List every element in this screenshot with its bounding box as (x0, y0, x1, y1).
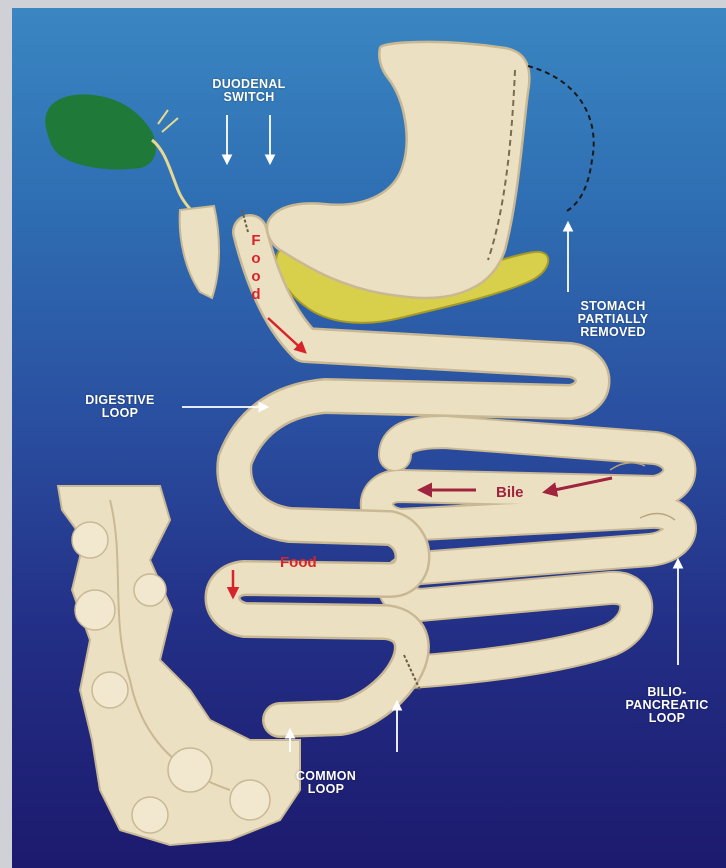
duodenal-stump (180, 206, 219, 298)
stomach (267, 42, 529, 298)
removed-stomach-outline (528, 66, 594, 212)
bile-duct (152, 140, 196, 214)
label-digestive-loop: DIGESTIVE LOOP (64, 394, 176, 420)
label-common-loop: COMMON LOOP (286, 770, 366, 796)
label-bilio-pancreatic-loop: BILIO- PANCREATIC LOOP (612, 686, 722, 725)
bile-label: Bile (496, 484, 524, 501)
food-label-middle: Food (280, 554, 317, 571)
colon (58, 486, 300, 845)
gallbladder (45, 94, 156, 169)
label-stomach-partially-removed: STOMACH PARTIALLY REMOVED (558, 300, 668, 339)
label-duodenal-switch: DUODENAL SWITCH (194, 78, 304, 104)
